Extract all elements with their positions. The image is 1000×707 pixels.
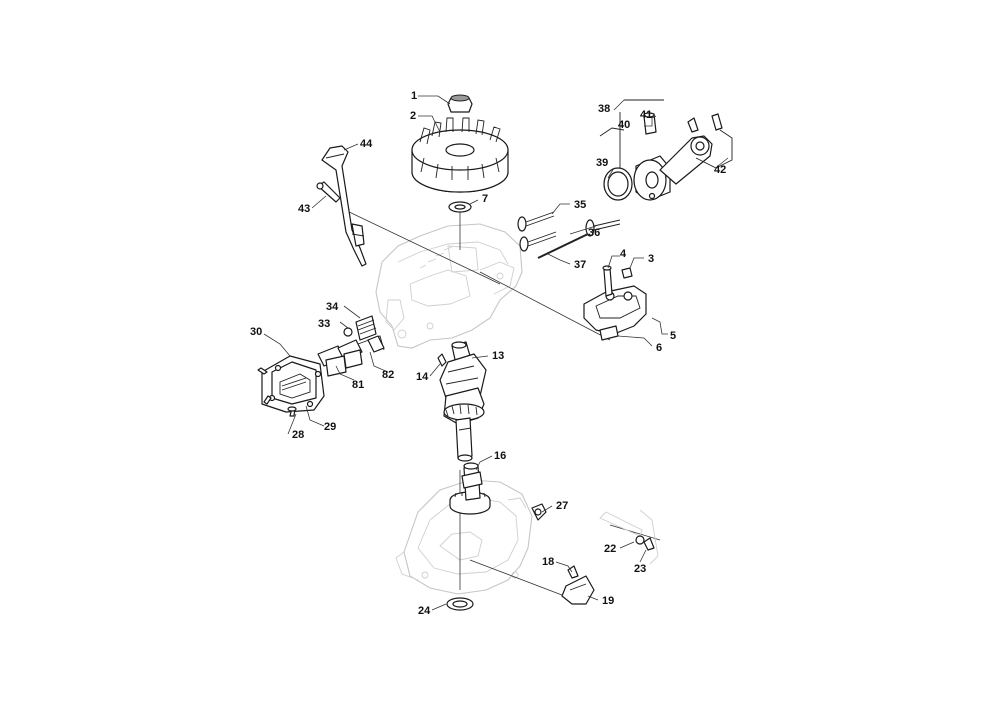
head-cover (257, 355, 325, 417)
dipstick-tube (321, 145, 367, 267)
crankshaft-key (437, 353, 447, 367)
callout-29: 29 (324, 421, 336, 433)
callout-81: 81 (352, 379, 364, 391)
engine-block-ghost (375, 223, 523, 349)
callout-39: 39 (596, 157, 608, 169)
callout-4: 4 (620, 248, 627, 260)
camshaft (449, 462, 491, 515)
callout-2: 2 (410, 110, 416, 122)
rocker-bracket (583, 265, 647, 341)
callout-24: 24 (418, 605, 431, 617)
callout-36: 36 (588, 227, 600, 239)
callout-16: 16 (494, 450, 506, 462)
pushrod (537, 233, 589, 259)
callout-14: 14 (416, 371, 429, 383)
callout-30: 30 (250, 326, 262, 338)
dipstick-bolt (316, 181, 341, 203)
flywheel-nut (447, 94, 473, 113)
valves (517, 211, 621, 252)
callout-19: 19 (602, 595, 614, 607)
callout-41: 41 (640, 109, 652, 121)
callout-82: 82 (382, 369, 394, 381)
callout-18: 18 (542, 556, 554, 568)
callout-43: 43 (298, 203, 310, 215)
callout-33: 33 (318, 318, 330, 330)
callout-6: 6 (656, 342, 662, 354)
callout-40: 40 (618, 119, 630, 131)
callout-42: 42 (714, 164, 726, 176)
callout-3: 3 (648, 253, 654, 265)
callout-28: 28 (292, 429, 304, 441)
callout-34: 34 (326, 301, 339, 313)
callout-13: 13 (492, 350, 504, 362)
callout-7: 7 (482, 193, 488, 205)
sump-fittings (446, 503, 659, 611)
crankshaft (439, 341, 487, 462)
callout-labels: 1 2 3 4 5 6 7 13 14 16 18 19 22 23 24 27… (250, 90, 726, 617)
callout-38: 38 (598, 103, 610, 115)
callout-leaders (263, 95, 729, 611)
washer (448, 201, 472, 213)
callout-23: 23 (634, 563, 646, 575)
assembly-lines (344, 209, 661, 601)
callout-5: 5 (670, 330, 676, 342)
flywheel (411, 117, 509, 193)
piston-assembly (599, 99, 733, 201)
engine-sump-ghost (395, 479, 533, 595)
callout-35: 35 (574, 199, 586, 211)
callout-22: 22 (604, 543, 616, 555)
callout-27: 27 (556, 500, 568, 512)
callout-37: 37 (574, 259, 586, 271)
callout-1: 1 (411, 90, 417, 102)
callout-44: 44 (360, 138, 373, 150)
